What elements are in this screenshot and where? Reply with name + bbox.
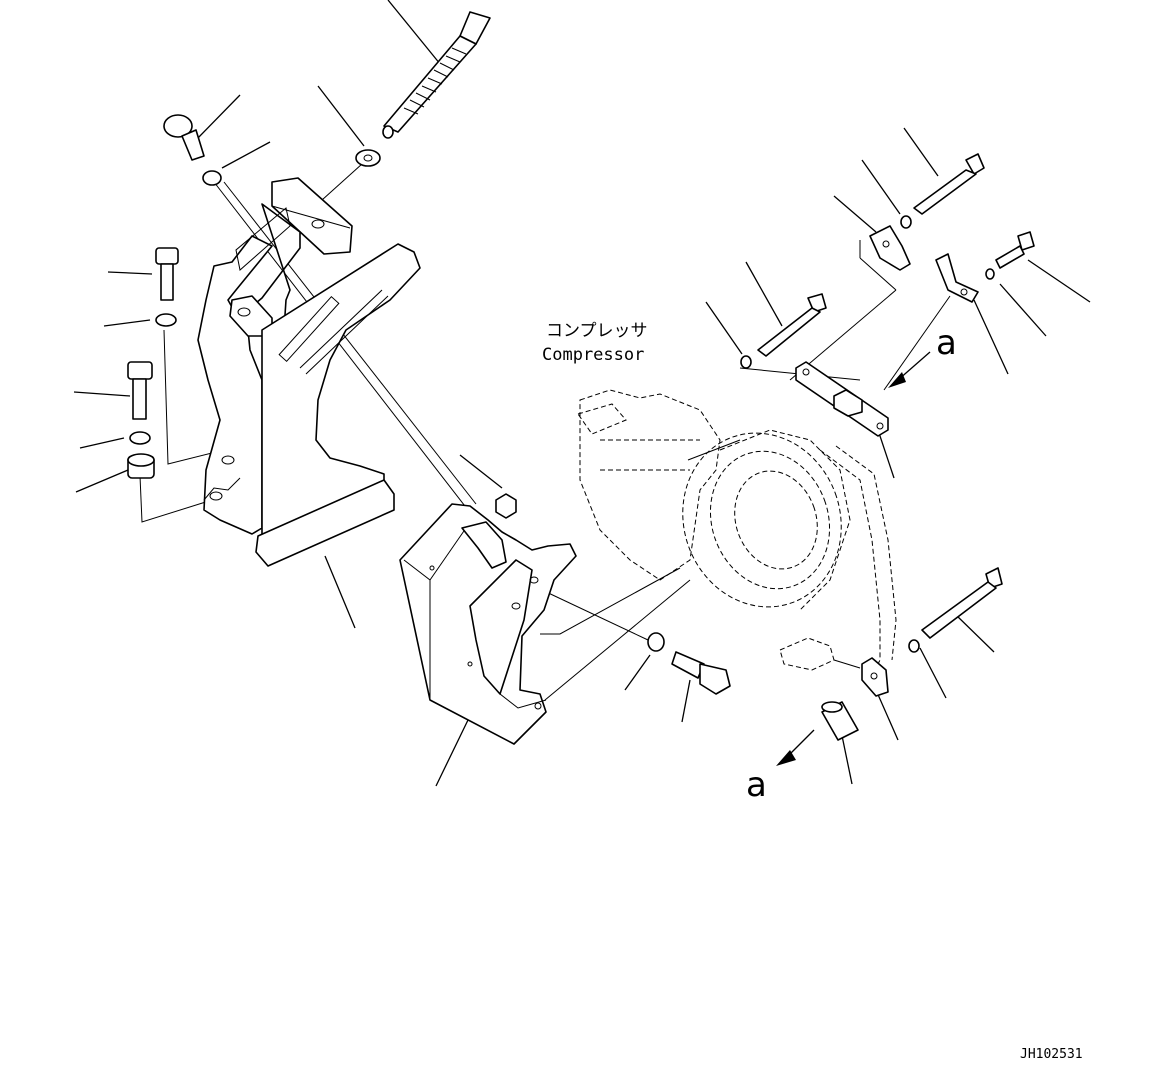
- washer-mid-right: [740, 355, 752, 369]
- spacer-left: [127, 453, 155, 479]
- long-bolt-top: [382, 11, 491, 139]
- spacer-lower-right: [821, 701, 859, 741]
- washer-left-1: [155, 313, 177, 327]
- nut-center: [495, 493, 517, 519]
- view-mark-upper: a: [936, 323, 957, 363]
- washer-right-1: [900, 215, 912, 229]
- clamp-far-right: [935, 253, 979, 303]
- washer-top-left: [202, 170, 222, 186]
- bolt-mid-right: [757, 293, 827, 357]
- drawing-code: JH102531: [1020, 1047, 1083, 1062]
- compressor-outline: [577, 389, 897, 681]
- washer-far-right: [985, 268, 995, 280]
- mounting-plate: [795, 361, 889, 437]
- washer-lower-center: [647, 632, 665, 652]
- bolt-top-left: [163, 114, 205, 161]
- washer-left-2: [129, 431, 151, 445]
- clamp-right-1: [869, 225, 911, 271]
- compressor-label-en: Compressor: [542, 345, 644, 365]
- bolt-left-1: [155, 247, 179, 301]
- bolt-lower-center: [671, 651, 731, 695]
- bolt-far-right: [995, 231, 1035, 269]
- clamp-lower-right: [861, 657, 889, 697]
- view-mark-lower: a: [746, 765, 767, 805]
- bolt-lower-right: [921, 567, 1003, 639]
- compressor-label-jp: コンプレッサ: [546, 321, 648, 341]
- washer-lower-right: [908, 639, 920, 653]
- bolt-left-2: [127, 361, 153, 420]
- leader-lines: [73, 0, 1091, 787]
- view-arrow-lower: [776, 729, 815, 766]
- washer-top-center: [355, 149, 381, 167]
- view-arrow-upper: [888, 351, 931, 388]
- right-bracket: [399, 503, 577, 745]
- sensor-connector: [779, 637, 861, 671]
- left-bracket: [197, 177, 421, 567]
- bolt-right-1: [913, 153, 985, 215]
